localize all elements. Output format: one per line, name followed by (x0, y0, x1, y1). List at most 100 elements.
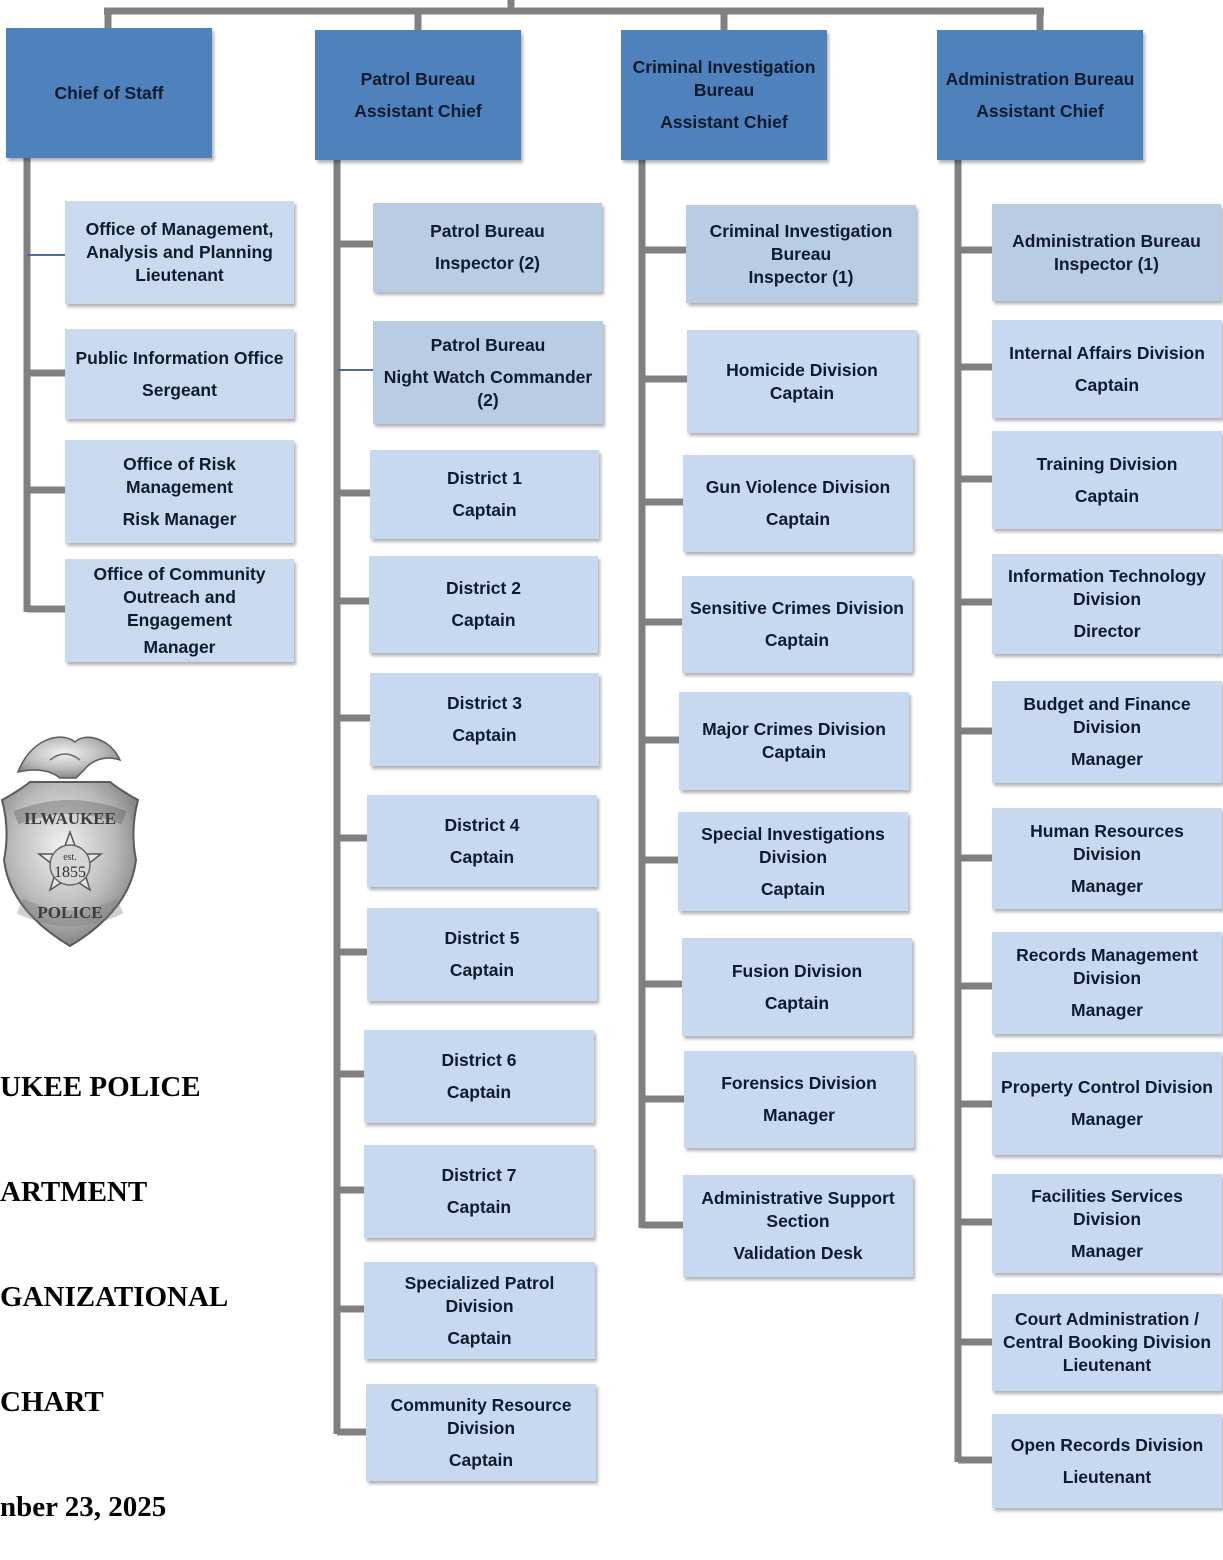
box-title: Internal Affairs Division (1009, 342, 1205, 363)
patrol-unit-box: District 6 Captain (364, 1030, 594, 1123)
box-title: Open Records Division (1010, 1434, 1204, 1455)
box-role: Captain (446, 1197, 512, 1217)
title-line-2: ARTMENT (0, 1176, 148, 1208)
box-title: Records Management Division (1016, 945, 1198, 988)
box-title: District 6 (441, 1050, 517, 1070)
box-role: Sergeant (142, 379, 217, 400)
box-role: Manager (143, 636, 216, 657)
box-title: Office of Community Outreach and Engagem… (93, 563, 266, 630)
box-title: Specialized Patrol Division (404, 1272, 555, 1316)
box-role: Captain (452, 500, 517, 520)
box-title: District 2 (446, 578, 521, 598)
criminal-unit-box: Gun Violence Division Captain (683, 455, 913, 552)
patrol-unit-box: District 3 Captain (370, 673, 599, 766)
criminal-unit-box: Homicide Division Captain (687, 330, 917, 433)
admin-unit-box: Property Control Division Manager (992, 1052, 1222, 1155)
chief-of-staff-box: Chief of Staff (6, 28, 212, 158)
box-role: Captain (764, 992, 830, 1013)
box-role: Manager (1071, 1240, 1143, 1261)
box-role: Inspector (2) (434, 253, 541, 273)
box-role: Manager (1071, 749, 1143, 769)
staff-office-box: Office of Risk Management Risk Manager (65, 440, 294, 543)
patrol-unit-box: Patrol Bureau Inspector (2) (373, 203, 602, 292)
box-title: Information Technology Division (1007, 566, 1206, 609)
criminal-unit-box: Forensics Division Manager (684, 1051, 914, 1148)
box-title: Administrative Support Section (701, 1188, 895, 1231)
box-role: Captain (446, 1082, 512, 1102)
patrol-unit-box: District 1 Captain (370, 450, 599, 539)
admin-unit-box: Human Resources Division Manager (992, 808, 1222, 909)
staff-office-box: Office of Community Outreach and Engagem… (65, 559, 294, 662)
box-role: Manager (1071, 1109, 1143, 1129)
box-title: Property Control Division (1001, 1077, 1213, 1097)
criminal-unit-box: Special Investigations Division Captain (678, 812, 908, 911)
box-role: Captain (1074, 485, 1140, 506)
box-role: Assistant Chief (660, 112, 788, 132)
admin-unit-box: Internal Affairs Division Captain (992, 320, 1222, 418)
admin-unit-box: Court Administration / Central Booking D… (992, 1294, 1222, 1391)
patrol-unit-box: District 2 Captain (369, 556, 598, 653)
box-title: Gun Violence Division (705, 477, 891, 497)
box-title: Facilities Services Division (1031, 1185, 1183, 1229)
box-role: Captain (447, 1327, 512, 1348)
admin-unit-box: Budget and Finance Division Manager (992, 681, 1222, 783)
box-role: Risk Manager (122, 508, 237, 529)
title-line-4: CHART (0, 1386, 104, 1418)
box-role: Captain (449, 846, 515, 867)
box-title: District 3 (447, 693, 522, 713)
box-title: Patrol Bureau (430, 334, 546, 355)
box-title: District 4 (444, 814, 520, 835)
box-title: Major Crimes Division Captain (702, 719, 886, 762)
badge-est-text: est. (63, 852, 77, 863)
patrol-unit-box: Patrol Bureau Night Watch Commander (2) (373, 321, 603, 424)
box-role: Captain (448, 1449, 514, 1470)
box-role: Captain (451, 610, 516, 630)
box-role: Assistant Chief (976, 100, 1104, 121)
admin-unit-box: Training Division Captain (992, 431, 1222, 529)
patrol-unit-box: Community Resource Division Captain (366, 1384, 596, 1481)
box-title: Homicide Division Captain (726, 359, 878, 403)
patrol-unit-box: District 7 Captain (364, 1145, 594, 1238)
box-role: Captain (1074, 374, 1140, 395)
box-title: District 1 (447, 468, 522, 488)
box-title: Patrol Bureau (430, 221, 545, 241)
title-line-5: nber 23, 2025 (0, 1491, 167, 1523)
box-title: District 5 (444, 928, 520, 948)
box-role: Captain (764, 630, 830, 650)
staff-office-box: Office of Management, Analysis and Plann… (65, 201, 294, 304)
admin-unit-box: Facilities Services Division Manager (992, 1174, 1222, 1273)
patrol-unit-box: District 5 Captain (367, 908, 597, 1001)
box-title: Budget and Finance Division (1023, 694, 1191, 737)
criminal-investigation-head-box: Criminal Investigation Bureau Assistant … (621, 30, 827, 160)
box-title: Chief of Staff (54, 82, 164, 103)
box-role: Captain (760, 878, 826, 899)
admin-unit-box: Open Records Division Lieutenant (992, 1414, 1222, 1508)
admin-unit-box: Records Management Division Manager (992, 932, 1222, 1034)
patrol-unit-box: District 4 Captain (367, 795, 597, 887)
criminal-unit-box: Fusion Division Captain (682, 938, 912, 1036)
box-role: Manager (763, 1105, 835, 1125)
box-title: Human Resources Division (1030, 820, 1184, 864)
box-title: Fusion Division (731, 960, 863, 981)
badge-top-text: ILWAUKEE (24, 809, 116, 828)
box-title: Sensitive Crimes Division (690, 598, 904, 618)
box-title: Special Investigations Division (701, 823, 885, 867)
box-title: Office of Management, Analysis and Plann… (85, 219, 274, 285)
box-title: Public Information Office (75, 347, 284, 368)
admin-unit-box: Information Technology Division Director (992, 554, 1222, 654)
police-badge-logo: ILWAUKEE est. 1855 POLICE (0, 736, 140, 948)
box-role: Manager (1071, 875, 1143, 896)
box-title: Administration Bureau (945, 68, 1135, 89)
box-title: Criminal Investigation Bureau Inspector … (709, 220, 893, 287)
box-title: Community Resource Division (390, 1394, 572, 1438)
box-role: Captain (449, 960, 515, 980)
connector-lines (23, 0, 1044, 1464)
box-role: Night Watch Commander (2) (383, 366, 593, 410)
box-title: Court Administration / Central Booking D… (1002, 1309, 1212, 1375)
box-role: Manager (1071, 1000, 1143, 1020)
box-role: Lieutenant (1062, 1466, 1152, 1487)
box-title: District 7 (441, 1165, 517, 1185)
box-title: Patrol Bureau (360, 68, 476, 89)
administration-bureau-head-box: Administration Bureau Assistant Chief (937, 30, 1143, 160)
box-role: Assistant Chief (354, 100, 482, 121)
